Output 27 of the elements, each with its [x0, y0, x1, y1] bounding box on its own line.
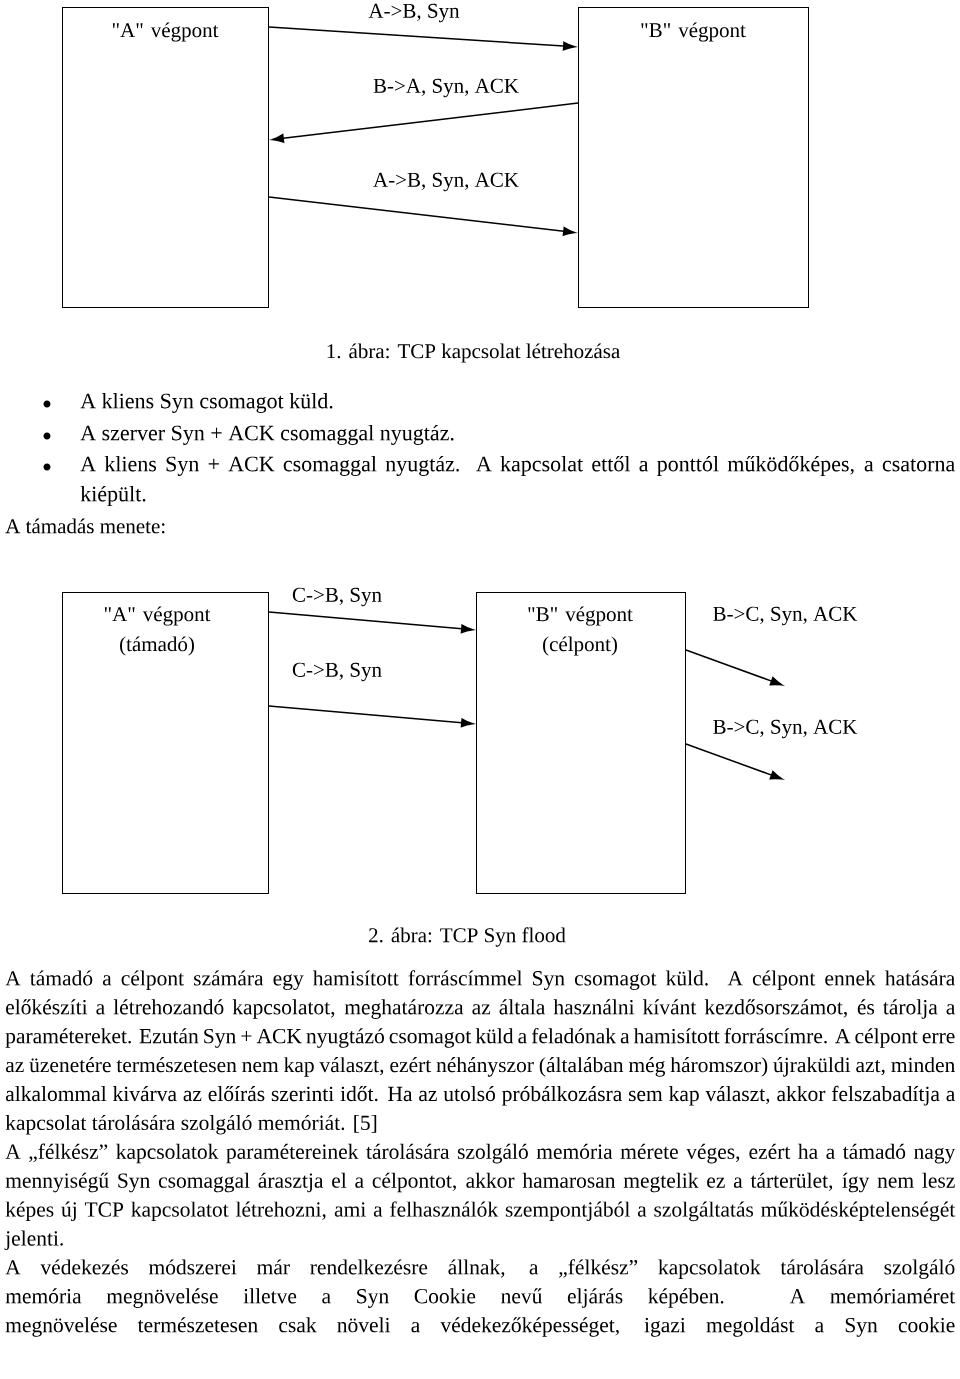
endpoint-box: "A" végpont [62, 7, 269, 308]
edge-label: B->C, Syn, ACK [711, 718, 859, 740]
paragraph: A védekezés módszerei már rendelkezésre állnak, a „félkész” kapcsolatok tárolására szolgáló memória megnövelése illetve a Syn Cookie nevű eljárás képében. A memóriaméret megnövelése természetesen csak növeli a védekezőképességet, igazi megoldást a Syn cookie [5, 1259, 956, 1337]
arrow [685, 743, 783, 780]
arrow [268, 705, 474, 728]
endpoint-box: "A" végpont (támadó) [62, 592, 269, 894]
arrow [268, 26, 576, 51]
arrow [685, 649, 783, 686]
edge-label: B->C, Syn, ACK [711, 605, 859, 627]
paragraph: A támadó a célpont számára egy hamisított forráscímmel Syn csomagot küld. A célpont ennek hatására előkészíti a létrehozandó kapcsolatot, meghatározza az általa használni kívánt kezdősorszámot, és tárolja a paramétereket. Ezután Syn + ACK nyugtázó csomagot küld a feladónak a hamisított forráscímre. A célpont erre az üzenetére természetesen nem kap választ, ezért néhányszor (általában még háromszor) újraküldi azt, minden alkalommal kivárva az előírás szerinti időt. Ha az utolsó próbálkozásra sem kap választ, akkor felszabadítja a kapcsolat tárolására szolgáló memóriát. [5] [5, 970, 956, 1135]
edge-label: B->A, Syn, ACK [372, 77, 520, 99]
paragraph: A „félkész” kapcsolatok paramétereinek tárolására szolgáló memória mérete véges, ezért ha a támadó nagy mennyiségű Syn csomaggal árasztja el a célpontot, akkor hamarosan megtelik ez a tárterület, így nem lesz képes új TCP kapcsolatot létrehozni, ami a felhasználók szempontjából a szolgáltatás működésképtelenségét jelenti. [4, 1143, 956, 1250]
list-item: A kliens Syn + ACK csomaggal nyugtáz. A kapcsolat ettől a ponttól működőképes, a csatorna kiépült. [80, 455, 955, 506]
endpoint-box: "B" végpont [578, 7, 809, 308]
list-item: A szerver Syn + ACK csomaggal nyugtáz. [80, 424, 454, 445]
edge-label: C->B, Syn [291, 586, 383, 608]
arrow [268, 611, 474, 634]
figure-caption: 1. ábra: TCP kapcsolat létrehozása [327, 343, 620, 363]
text-line: A támadás menete: [5, 518, 165, 534]
endpoint-box: "B" végpont (célpont) [476, 592, 686, 894]
edge-label: A->B, Syn, ACK [372, 171, 520, 193]
edge-label: A->B, Syn [367, 2, 461, 24]
arrow [268, 196, 576, 236]
arrow [271, 102, 579, 143]
figure-caption: 2. ábra: TCP Syn flood [369, 927, 566, 947]
list-item: A kliens Syn csomagot küld. [80, 392, 333, 413]
edge-label: C->B, Syn [291, 661, 383, 683]
